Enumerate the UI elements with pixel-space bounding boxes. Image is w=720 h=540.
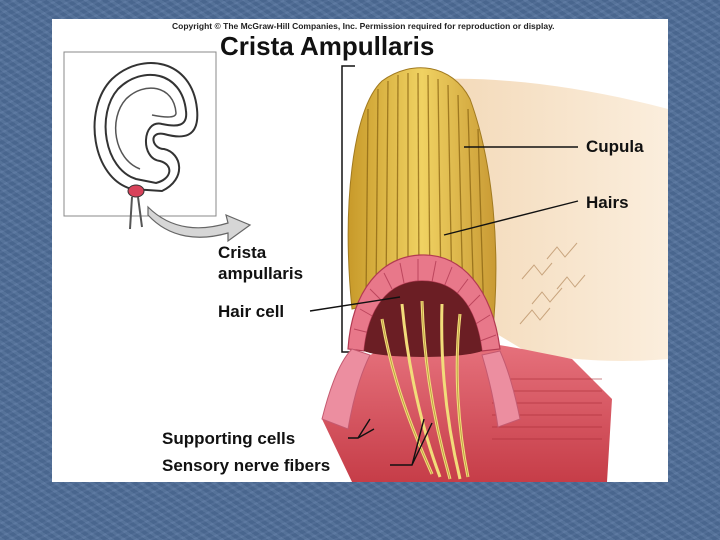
label-supporting-cells: Supporting cells xyxy=(162,429,296,448)
label-hair-cell: Hair cell xyxy=(218,302,285,321)
crista-illustration xyxy=(63,51,668,482)
label-sensory-nerve-fibers: Sensory nerve fibers xyxy=(162,456,331,475)
copyright-notice: Copyright © The McGraw-Hill Companies, I… xyxy=(172,21,555,31)
label-hairs: Hairs xyxy=(586,193,629,212)
crista-bracket xyxy=(341,65,355,353)
inset-arrow xyxy=(147,205,252,243)
label-crista-line2: ampullaris xyxy=(218,264,304,283)
figure-panel: Copyright © The McGraw-Hill Companies, I… xyxy=(52,19,668,482)
figure-title: Crista Ampullaris xyxy=(220,31,435,61)
label-crista-line1: Crista xyxy=(218,243,267,262)
leader-nerve-fibers xyxy=(390,418,433,466)
label-cupula: Cupula xyxy=(586,137,644,156)
ampulla-wall xyxy=(442,78,668,361)
leader-hair-cell xyxy=(309,296,401,312)
inset-canal-diagram xyxy=(63,51,217,230)
supporting-cells xyxy=(321,348,371,430)
leader-hairs xyxy=(443,200,579,236)
leader-supporting-cells xyxy=(348,418,375,439)
